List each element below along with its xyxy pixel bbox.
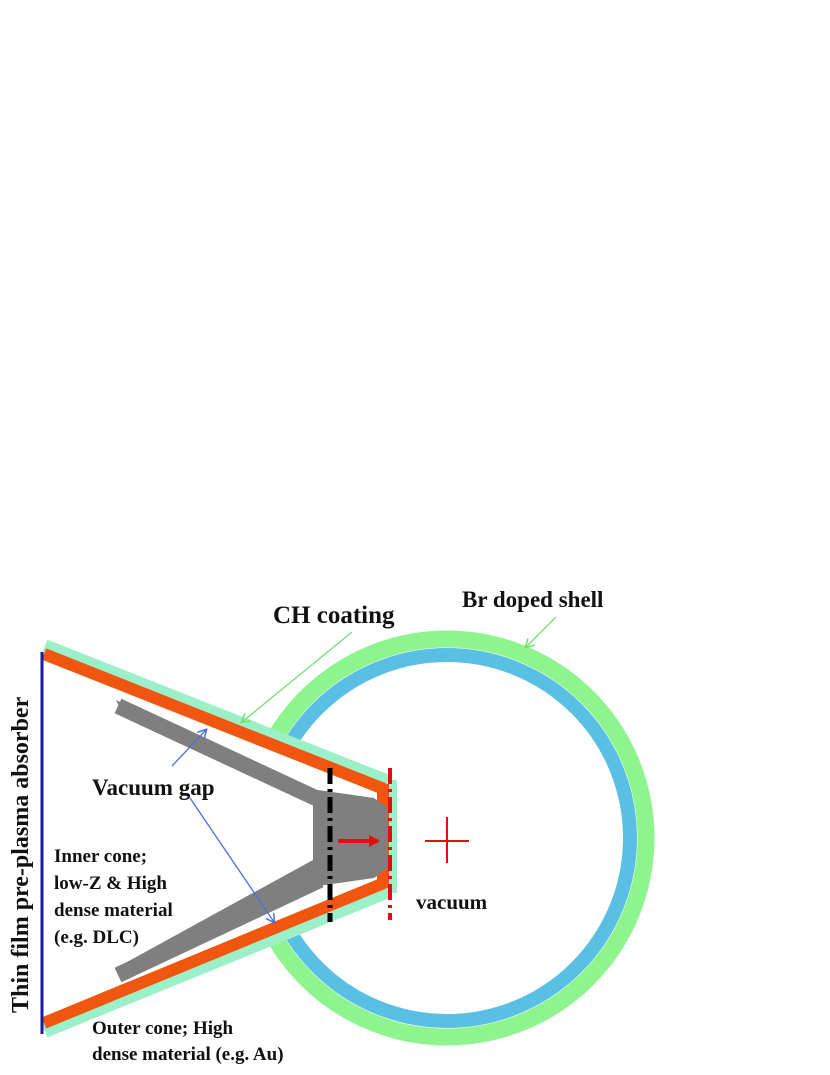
br-doped-shell-label: Br doped shell: [462, 587, 603, 612]
inner-cone-label-line-2: low-Z & High: [54, 873, 167, 894]
center-cross-marker: [425, 817, 469, 863]
inner-cone-tip-plug: [318, 790, 388, 886]
br-shell-arrow: [526, 616, 557, 647]
inner-cone-lower-arm: [114, 872, 324, 983]
outer-cone-label-line-2: dense material (e.g. Au): [92, 1044, 284, 1065]
ch-coating-arrow: [242, 631, 353, 722]
vacuum-gap-arrow-lower: [189, 797, 274, 922]
absorber-label: Thin film pre-plasma absorber: [8, 696, 34, 1013]
outer-cone-label-line-1: Outer cone; High: [92, 1018, 234, 1039]
vacuum-label: vacuum: [416, 890, 488, 914]
cone-interior: [44, 652, 387, 1025]
inner-cone-upper-arm: [114, 698, 324, 808]
inner-cone-label-line-1: Inner cone;: [54, 846, 147, 867]
vacuum-gap-arrow-upper: [171, 730, 206, 767]
inner-cone-label-line-3: dense material: [54, 900, 173, 921]
ch-coating-label: CH coating: [273, 602, 395, 629]
inner-cone-label-line-4: (e.g. DLC): [54, 927, 139, 948]
vacuum-gap-label: Vacuum gap: [92, 775, 215, 800]
